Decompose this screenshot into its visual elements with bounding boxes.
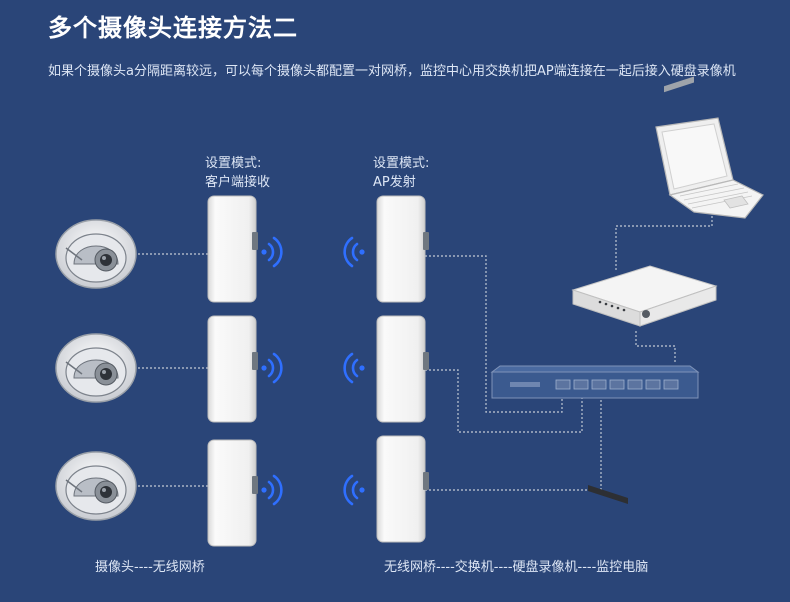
client-mode-label-line2: 客户端接收 xyxy=(205,175,271,190)
wireless-bridge-icon xyxy=(376,195,430,303)
laptop-icon xyxy=(655,117,764,219)
caption-camera-bridge: 摄像头----无线网桥 xyxy=(95,560,205,575)
ap-mode-label: 设置模式: AP发射 xyxy=(373,154,429,192)
wireless-bridge-icon xyxy=(376,315,430,423)
caption-bridge-switch-dvr-pc: 无线网桥----交换机----硬盘录像机----监控电脑 xyxy=(384,560,649,575)
wireless-bridge-icon xyxy=(207,439,259,547)
ap-mode-label-line2: AP发射 xyxy=(373,175,416,190)
ap-mode-label-line1: 设置模式: xyxy=(373,156,430,171)
wifi-signal-icon xyxy=(343,352,366,384)
wireless-bridge-icon xyxy=(376,435,430,543)
wifi-signal-icon xyxy=(260,236,283,268)
wifi-signal-icon xyxy=(343,236,366,268)
network-switch-icon xyxy=(490,365,700,399)
description: 如果个摄像头a分隔距离较远，可以每个摄像头都配置一对网桥，监控中心用交换机把AP… xyxy=(48,64,736,79)
dvr-icon xyxy=(571,76,718,505)
dome-camera-icon xyxy=(55,451,137,521)
wifi-signal-icon xyxy=(260,352,283,384)
client-mode-label: 设置模式: 客户端接收 xyxy=(205,154,270,192)
wifi-signal-icon xyxy=(260,474,283,506)
wifi-signal-icon xyxy=(343,474,366,506)
page-title: 多个摄像头连接方法二 xyxy=(48,14,298,42)
client-mode-label-line1: 设置模式: xyxy=(205,156,262,171)
wireless-bridge-icon xyxy=(207,315,259,423)
dome-camera-icon xyxy=(55,219,137,289)
dome-camera-icon xyxy=(55,333,137,403)
wireless-bridge-icon xyxy=(207,195,259,303)
